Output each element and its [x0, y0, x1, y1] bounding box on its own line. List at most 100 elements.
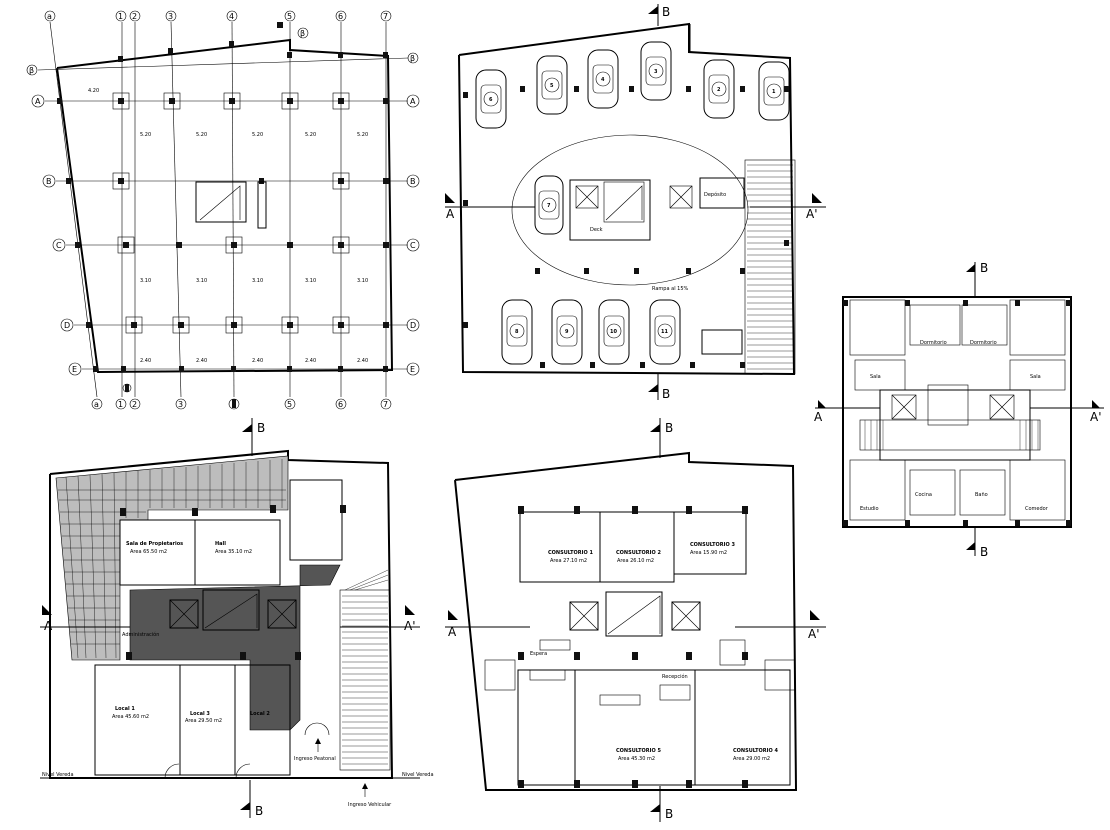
- local1-label: Local 1: [115, 706, 135, 712]
- svg-text:A': A': [1090, 410, 1102, 424]
- ramp-note: Rampa al 15%: [652, 286, 689, 292]
- svg-text:A': A': [404, 619, 416, 633]
- svg-text:C: C: [56, 241, 62, 250]
- consultorio3-label: CONSULTORIO 3: [690, 542, 735, 548]
- consultorio2-area: Area 26.10 m2: [617, 558, 654, 564]
- svg-text:2: 2: [132, 12, 137, 21]
- storage-label: Depósito: [704, 191, 726, 198]
- consultorio1-label: CONSULTORIO 1: [548, 550, 593, 556]
- deck-label: Deck: [590, 227, 603, 233]
- svg-text:B: B: [665, 421, 673, 435]
- parking-plan: Depósito Deck Rampa al 15% 6 5 4 3 2 1 7…: [445, 4, 826, 401]
- svg-text:B: B: [665, 807, 673, 821]
- svg-text:2.40: 2.40: [140, 358, 151, 364]
- ramp-hatch: [747, 164, 793, 370]
- svg-text:A: A: [814, 410, 823, 424]
- svg-text:6: 6: [338, 12, 343, 21]
- svg-text:4: 4: [601, 77, 605, 83]
- consultorio3-area: Area 15.90 m2: [690, 550, 727, 556]
- svg-text:5: 5: [287, 400, 292, 409]
- waiting-label: Espera: [530, 651, 547, 657]
- svg-text:6: 6: [489, 97, 493, 103]
- level-right-label: Nivel Vereda: [402, 772, 434, 778]
- typical-section-marks: A A' B B: [445, 418, 826, 822]
- svg-text:6: 6: [338, 400, 343, 409]
- footings: [57, 41, 389, 372]
- svg-text:B: B: [410, 177, 416, 186]
- study-label: Estudio: [860, 506, 879, 512]
- local3-area: Area 29.50 m2: [185, 718, 222, 724]
- stair-block: [195, 181, 247, 223]
- pedestrian-entry-label: Ingreso Peatonal: [294, 756, 336, 762]
- svg-text:11: 11: [661, 329, 668, 335]
- svg-text:C: C: [410, 241, 416, 250]
- typical-office-plan: CONSULTORIO 1 Area 27.10 m2 CONSULTORIO …: [445, 418, 826, 822]
- parking-section-marks: A A' B B: [445, 4, 826, 401]
- cars-top: 6 5 4 3 2 1 7: [475, 41, 790, 235]
- svg-text:8: 8: [515, 329, 519, 335]
- svg-text:5: 5: [287, 12, 292, 21]
- grid-bubbles-rows: A A B B C C D D E E: [31, 94, 420, 376]
- structural-grid-plan: 4.20 5.20 5.20 5.20 5.20 5.20 3.10 3.10 3.10 3…: [26, 10, 420, 410]
- consultorio5-area: Area 45.30 m2: [618, 756, 655, 762]
- consultorio4-label: CONSULTORIO 4: [733, 748, 778, 754]
- svg-text:B: B: [980, 261, 988, 275]
- consultorio2-label: CONSULTORIO 2: [616, 550, 661, 556]
- consultorio4-area: Area 29.00 m2: [733, 756, 770, 762]
- svg-text:5.20: 5.20: [305, 132, 316, 138]
- svg-text:3.10: 3.10: [196, 278, 207, 284]
- circulation-path: [511, 134, 749, 286]
- svg-text:3: 3: [654, 69, 658, 75]
- svg-text:β: β: [410, 54, 415, 63]
- svg-text:A': A': [808, 627, 820, 641]
- svg-text:B: B: [662, 5, 670, 19]
- bedroom-label-left: Dormitorio: [920, 340, 947, 346]
- svg-text:2: 2: [717, 87, 721, 93]
- ramp: [744, 159, 796, 375]
- svg-text:4.20: 4.20: [88, 88, 99, 94]
- svg-text:7: 7: [383, 12, 388, 21]
- local1-area: Area 45.60 m2: [112, 714, 149, 720]
- svg-text:3: 3: [178, 400, 183, 409]
- ramp-hatch-ground: [342, 569, 389, 765]
- svg-text:A: A: [44, 619, 53, 633]
- svg-text:2.40: 2.40: [252, 358, 263, 364]
- svg-text:7: 7: [547, 203, 551, 209]
- cars-bottom: 8 9 10 11: [501, 299, 681, 365]
- svg-text:3.10: 3.10: [140, 278, 151, 284]
- core: [569, 179, 651, 241]
- svg-text:B: B: [980, 545, 988, 559]
- svg-text:5.20: 5.20: [140, 132, 151, 138]
- svg-text:1: 1: [118, 400, 123, 409]
- svg-text:5.20: 5.20: [252, 132, 263, 138]
- svg-text:B: B: [46, 177, 52, 186]
- svg-text:5.20: 5.20: [196, 132, 207, 138]
- svg-text:B: B: [255, 804, 263, 818]
- svg-text:2: 2: [132, 400, 137, 409]
- svg-text:5: 5: [550, 83, 554, 89]
- svg-text:D: D: [64, 321, 70, 330]
- svg-text:β: β: [29, 66, 34, 75]
- svg-text:2.40: 2.40: [196, 358, 207, 364]
- svg-text:7: 7: [383, 400, 388, 409]
- svg-text:a: a: [94, 400, 99, 409]
- vehicle-entry-label: Ingreso Vehicular: [348, 802, 392, 808]
- svg-text:1: 1: [772, 89, 776, 95]
- grid-lines-vertical: [49, 21, 387, 398]
- hall-area: Area 35.10 m2: [215, 549, 252, 555]
- svg-text:3.10: 3.10: [305, 278, 316, 284]
- local3-label: Local 3: [190, 711, 210, 717]
- svg-text:A: A: [410, 97, 416, 106]
- svg-text:A: A: [35, 97, 41, 106]
- lounge-label: Sala de Propietarios: [126, 541, 183, 547]
- svg-text:5.20: 5.20: [357, 132, 368, 138]
- admin-label: Administración: [122, 631, 159, 638]
- svg-text:10: 10: [610, 329, 617, 335]
- svg-text:2.40: 2.40: [305, 358, 316, 364]
- stair-lines: [199, 185, 241, 221]
- svg-text:A': A': [806, 207, 818, 221]
- ground-floor-plan: Sala de Propietarios Area 65.50 m2 Hall …: [40, 418, 434, 818]
- svg-text:2.40: 2.40: [357, 358, 368, 364]
